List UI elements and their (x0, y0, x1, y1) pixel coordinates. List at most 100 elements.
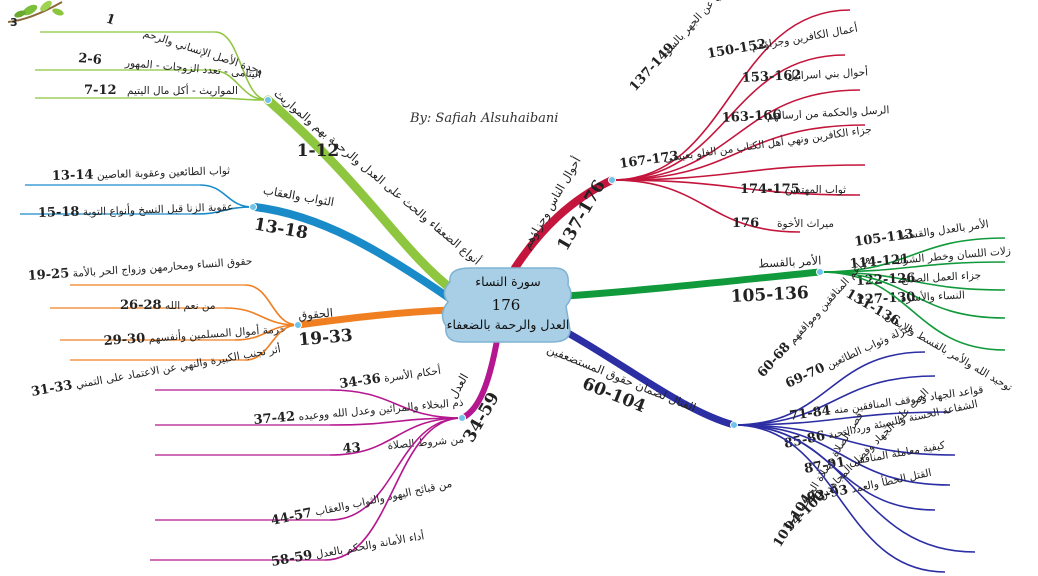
central-subtitle: العدل والرحمة بالضعفاء (447, 317, 570, 333)
child-connector (611, 124, 866, 181)
branch-connector (294, 306, 454, 329)
child-range: 7-12 (84, 83, 117, 98)
page-number: 3 (10, 16, 18, 29)
child-connector (324, 417, 463, 561)
child-range: 105-113 (853, 227, 914, 250)
branch-connector (511, 176, 616, 272)
child-label: القتل الخطأ والعمد (850, 465, 933, 496)
child-range: 43 (342, 440, 361, 457)
branch-range: 1-12 (297, 141, 340, 161)
child-range: 37-42 (253, 409, 296, 428)
child-connector (733, 351, 926, 426)
child-connector (819, 271, 1006, 351)
branch-node-dot (249, 203, 257, 211)
child-label: المواريث - أكل مال اليتيم (127, 83, 238, 97)
branch-title: العدل (446, 371, 471, 401)
child-connector (819, 237, 1006, 273)
child-range: 174-175 (740, 182, 800, 197)
child-label: ميراث الأخوة (777, 217, 834, 230)
child-connector (611, 164, 866, 181)
child-connector (214, 31, 269, 101)
child-range: 29-30 (103, 331, 146, 349)
child-range: 69-70 (783, 360, 827, 391)
child-connector (733, 424, 976, 553)
child-range: 1 (104, 12, 117, 29)
child-range: 34-36 (338, 371, 381, 392)
child-range: 127-130 (855, 290, 915, 308)
child-range: 114-121 (849, 252, 910, 272)
branch-range: 19-33 (298, 326, 354, 351)
branch-connector (562, 268, 824, 300)
child-connector (611, 179, 801, 233)
child-connector (733, 424, 956, 456)
child-connector (194, 206, 254, 215)
child-label: أحوال بني اسرائيل (786, 64, 868, 82)
child-label: حقوق النساء ومحارمهن وزواج الحر بالأمة (72, 254, 252, 280)
branch-range: 105-136 (730, 283, 809, 307)
branch-title: الأمر بالقسط (758, 253, 822, 271)
branch-node-dot (264, 96, 272, 104)
child-connector (329, 417, 463, 456)
child-label: من نعم الله (165, 300, 216, 312)
child-label: أحكام الأسرة (383, 363, 442, 385)
child-label: توحيد الله والأمر بالقسط والإيمان (882, 310, 1014, 394)
child-range: 2-6 (78, 51, 103, 68)
child-connector (733, 375, 936, 426)
child-range: 15-18 (38, 205, 80, 221)
child-label: الرسل والحكمة من ارسالهم (766, 104, 889, 122)
child-connector (611, 54, 846, 181)
branch-connector (263, 95, 460, 297)
branch-node-dot (458, 414, 466, 422)
child-label: منزلة وثواب الطائعين (825, 321, 915, 371)
child-range: 44-57 (270, 506, 314, 529)
central-title: سورة النساء (475, 274, 540, 290)
child-connector (733, 424, 946, 573)
child-label: حرمة أموال المسلمين وأنفسهم (148, 321, 286, 345)
branch-top-right: خصائص المنافقين والنهي عن الجهر بالسوء13… (511, 0, 890, 272)
child-connector (199, 184, 254, 208)
child-range: 19-25 (27, 266, 70, 284)
branch-node-dot (816, 268, 824, 276)
child-connector (244, 324, 299, 361)
child-connector (329, 389, 463, 419)
child-range: 122-126 (855, 271, 915, 289)
central-count: 176 (492, 296, 521, 314)
child-connector (611, 9, 851, 181)
child-range: 163-166 (721, 108, 781, 126)
child-connector (611, 89, 861, 181)
child-range: 13-14 (52, 168, 94, 184)
child-connector (209, 97, 269, 101)
central-node-shape (441, 267, 572, 343)
child-connector (819, 261, 1006, 273)
central-node: سورة النساء 176 العدل والرحمة بالضعفاء (441, 267, 572, 343)
child-connector (733, 411, 951, 426)
child-range: 26-28 (120, 298, 162, 313)
child-connector (244, 284, 299, 326)
child-range: 153-162 (741, 68, 801, 86)
child-range: 58-59 (270, 548, 314, 570)
child-connector (224, 307, 299, 326)
child-label: ثواب المهتدين (785, 184, 846, 196)
leaves-logo (7, 0, 64, 23)
child-range: 71-84 (788, 403, 831, 424)
child-range: 87-91 (803, 455, 847, 477)
child-range: 176 (732, 216, 759, 231)
child-range: 167-173 (618, 149, 679, 172)
branch-title: الحقوق (298, 306, 334, 324)
child-range: 31-33 (30, 378, 74, 400)
child-connector (819, 271, 1006, 319)
child-connector (611, 179, 861, 196)
child-connector (733, 424, 951, 486)
child-connector (329, 417, 463, 426)
child-range: 60-68 (755, 340, 794, 381)
branch-connector (459, 332, 501, 421)
branch-connector (251, 203, 456, 304)
branch-node-dot (294, 321, 302, 329)
child-range: 101-104 (771, 492, 815, 551)
branch-node-dot (730, 421, 738, 429)
branch-node-dot (608, 176, 616, 184)
